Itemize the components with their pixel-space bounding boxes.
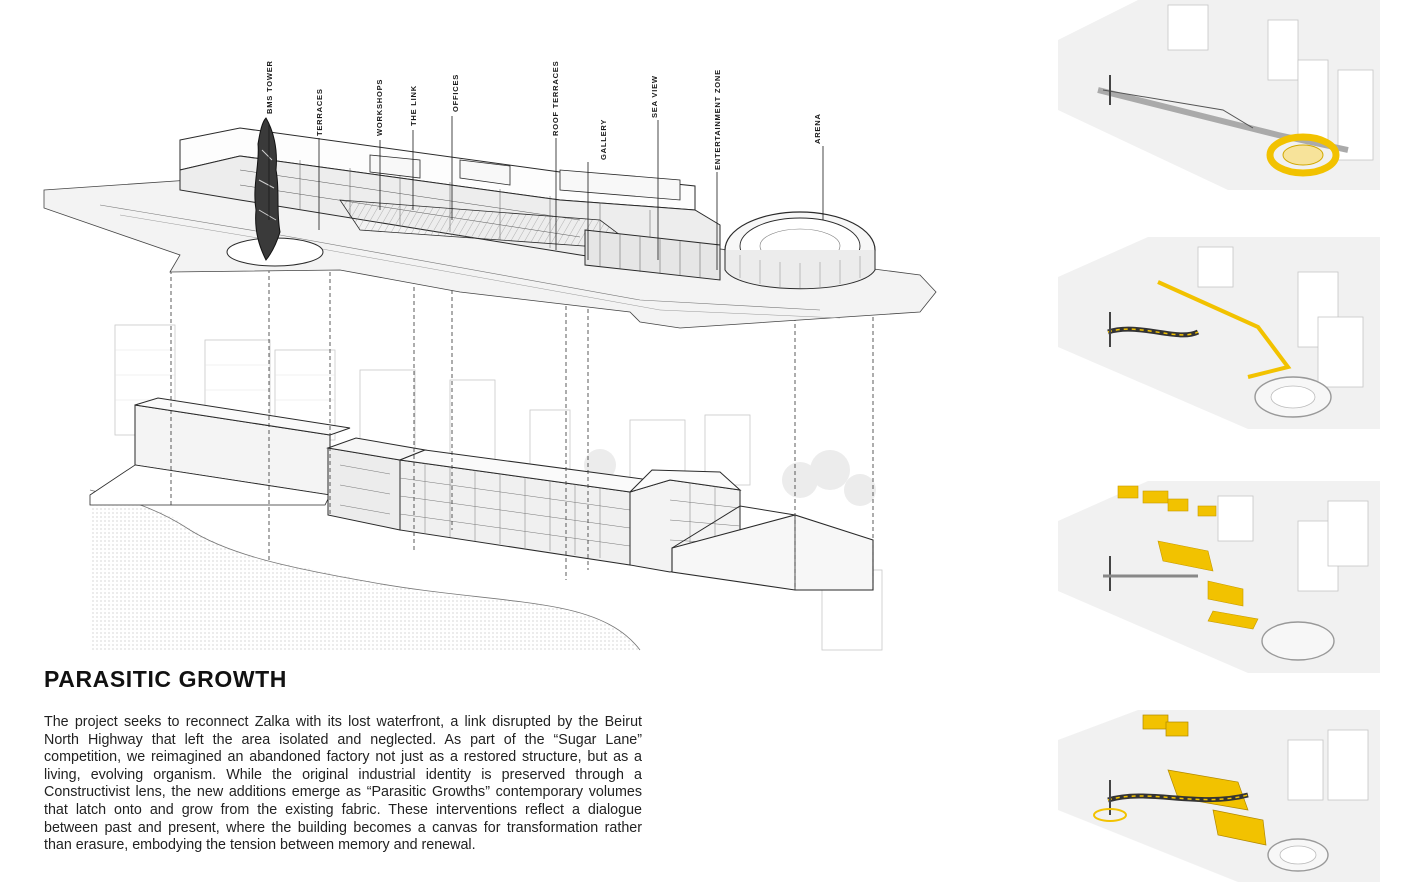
label-entertainment-zone: ENTERTAINMENT ZONE [713, 69, 722, 170]
label-roof-terraces: ROOF TERRACES [551, 61, 560, 136]
proposal-axonometric [43, 117, 937, 329]
phase-diagram-1 [1048, 0, 1380, 190]
page-title: PARASITIC GROWTH [44, 666, 287, 692]
label-terraces: TERRACES [315, 88, 324, 136]
label-sea-view: SEA VIEW [650, 75, 659, 118]
label-bms-tower: BMS TOWER [265, 60, 274, 114]
project-description: The project seeks to reconnect Zalka wit… [44, 714, 642, 854]
label-workshops: WORKSHOPS [375, 79, 384, 136]
label-arena: ARENA [813, 113, 822, 144]
axonometric-diagram: BMS TOWER TERRACES WORKSHOPS THE LINK OF… [43, 60, 937, 651]
label-offices: OFFICES [451, 74, 460, 112]
label-gallery: GALLERY [599, 119, 608, 160]
phase-diagram-4 [1048, 710, 1380, 882]
existing-factory-context [89, 324, 883, 651]
label-the-link: THE LINK [409, 85, 418, 126]
phase-diagram-2 [1048, 237, 1380, 429]
phase-diagram-3 [1048, 481, 1380, 673]
label-leaders [268, 116, 824, 270]
